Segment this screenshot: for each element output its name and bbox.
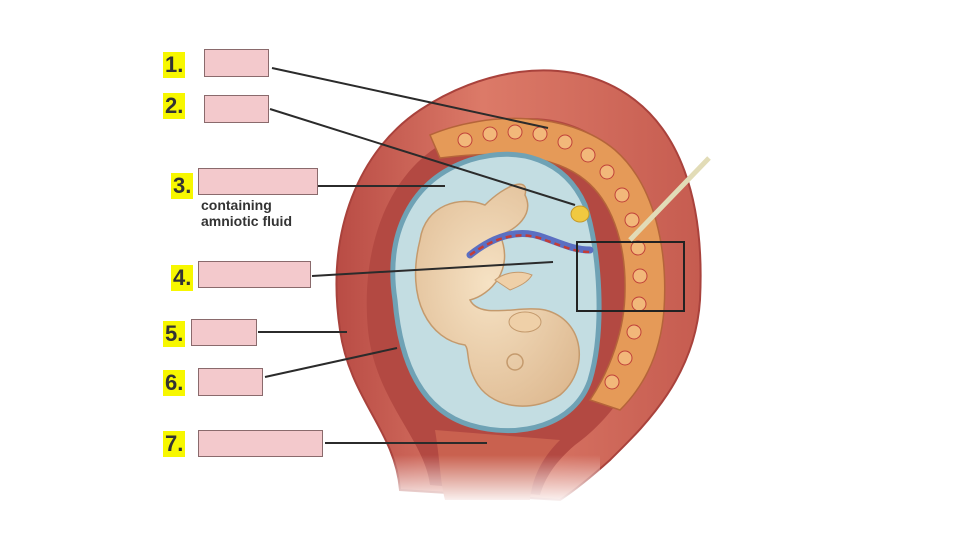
leader-line-4 [311, 261, 554, 277]
answer-box-2[interactable] [204, 95, 269, 123]
label-number-2: 2. [163, 93, 186, 119]
label-number-6: 6. [163, 370, 186, 396]
detail-callout-box [576, 241, 685, 312]
label-number-7: 7. [163, 431, 186, 457]
label-number-1: 1. [163, 52, 186, 78]
answer-box-1[interactable] [204, 49, 269, 77]
answer-box-3[interactable] [198, 168, 318, 195]
placenta-villi [457, 124, 648, 390]
fetus-body [414, 183, 581, 407]
answer-box-4[interactable] [198, 261, 311, 288]
fetus-ear [506, 353, 524, 371]
label-number-3: 3. [171, 173, 194, 199]
fetus [414, 183, 581, 407]
label-number-5: 5. [163, 321, 186, 347]
caption-amniotic-fluid: containing amniotic fluid [201, 197, 292, 229]
leader-line-2 [269, 108, 576, 206]
answer-box-7[interactable] [198, 430, 323, 457]
yolk-sac [570, 205, 590, 223]
label-number-4: 4. [171, 265, 194, 291]
fetus-hand [494, 271, 533, 291]
leader-lines [258, 67, 576, 444]
leader-line-6 [264, 347, 398, 378]
bottom-fade [380, 455, 600, 505]
answer-box-6[interactable] [198, 368, 263, 396]
leader-line-1 [271, 67, 549, 129]
detail-pointer [628, 156, 711, 242]
answer-box-5[interactable] [191, 319, 257, 346]
placenta [429, 117, 666, 411]
fetus-knee [508, 311, 542, 333]
